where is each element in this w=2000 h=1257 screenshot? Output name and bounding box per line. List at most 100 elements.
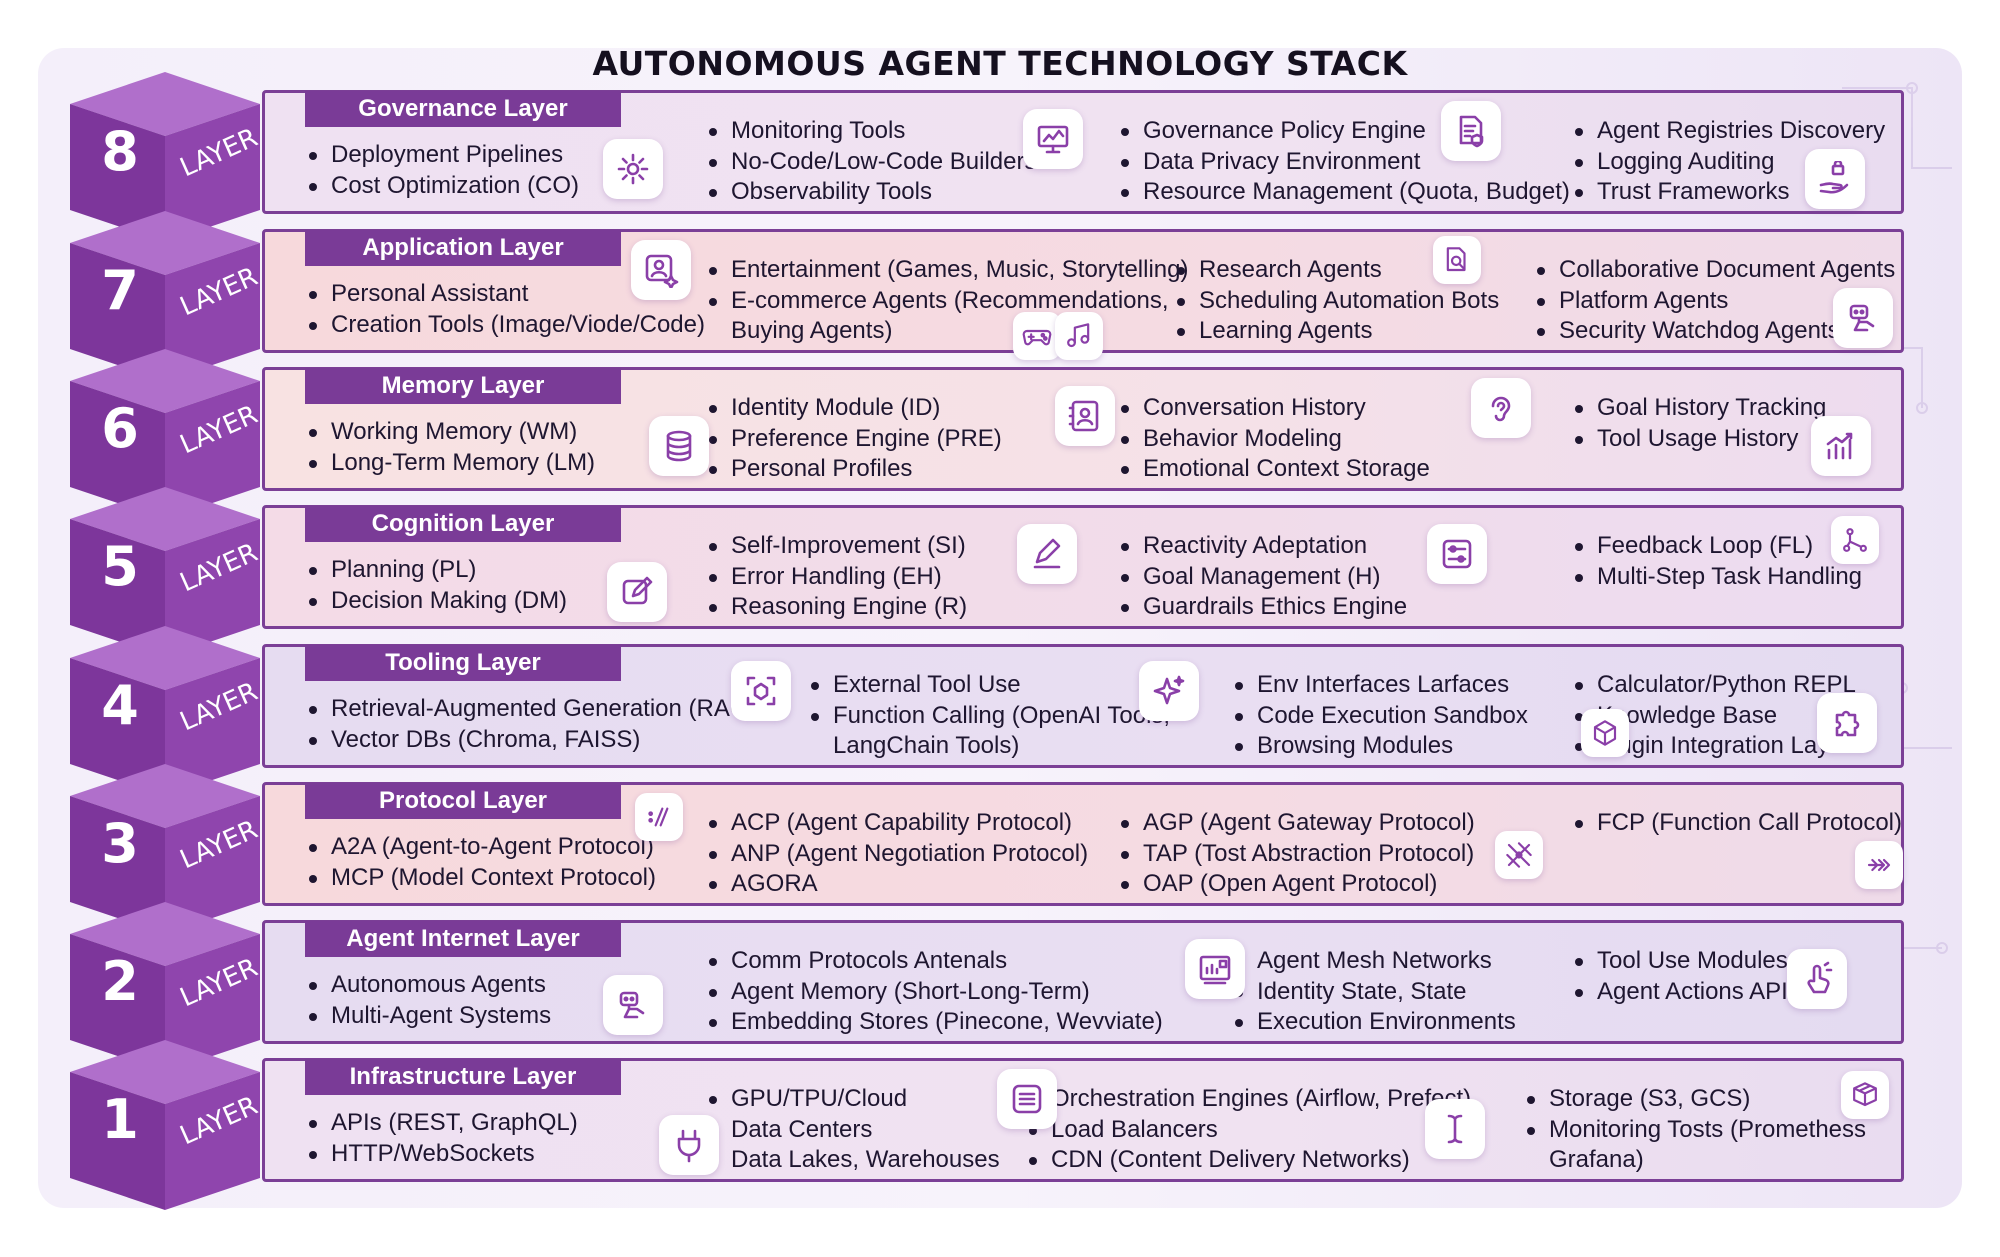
list-item: A2A (Agent-to-Agent Protocol)	[305, 832, 656, 863]
list-item: Goal Management (H)	[1117, 562, 1407, 593]
layer-number: 8	[101, 120, 139, 183]
user-sparkle-icon	[631, 240, 691, 300]
list-item: Reactivity Adeptation	[1117, 531, 1407, 562]
list-item: Multi-Agent Systems	[305, 1001, 551, 1032]
list-item: Autonomous Agents	[305, 970, 551, 1001]
list-item: Agent Memory (Short-Long-Term)	[705, 977, 1163, 1008]
hand-tap-icon	[1787, 949, 1847, 1009]
layer-number: 5	[101, 535, 139, 598]
database-icon	[649, 416, 709, 476]
list-item: Logging Auditing	[1571, 147, 1885, 178]
list-item: Buying Agents)	[731, 317, 893, 344]
monitor-chart-icon	[1023, 109, 1083, 169]
item-column-2: Identity Module (ID)Preference Engine (P…	[705, 393, 1002, 485]
puzzle-icon	[1817, 693, 1877, 753]
list-item: ACP (Agent Capability Protocol)	[705, 808, 1088, 839]
list-item: Emotional Context Storage	[1117, 454, 1430, 485]
list-item: External Tool Use	[807, 670, 1170, 701]
list-item: Platform Agents	[1533, 286, 1895, 317]
item-column-4: Storage (S3, GCS)Monitoring Tosts (Prome…	[1523, 1084, 1866, 1176]
list-item: HTTP/WebSockets	[305, 1139, 578, 1170]
layer-title: Governance Layer	[305, 91, 621, 127]
list-item: Reasoning Engine (R)	[705, 592, 967, 623]
list-item: Research Agents	[1173, 255, 1499, 286]
arrows-right-icon	[1855, 841, 1903, 889]
list-item: ANP (Agent Negotiation Protocol)	[705, 839, 1088, 870]
list-item: Load Balancers	[1025, 1115, 1471, 1146]
list-item: LangChain Tools)	[833, 732, 1020, 759]
list-item: Creation Tools (Image/Viode/Code)	[305, 310, 705, 341]
item-column-2: ACP (Agent Capability Protocol)ANP (Agen…	[705, 808, 1088, 900]
list-item: AGP (Agent Gateway Protocol)	[1117, 808, 1475, 839]
list-item: Code Execution Sandbox	[1231, 701, 1528, 732]
list-item: FCP (Function Call Protocol)	[1571, 808, 1902, 839]
list-item: Tool Usage History	[1571, 424, 1826, 455]
list-item: AGORA	[705, 869, 1088, 900]
list-item: Agent Mesh Networks	[1231, 946, 1516, 977]
list-item: Conversation History	[1117, 393, 1430, 424]
list-item: Agent Actions API	[1571, 977, 1788, 1008]
list-item: Scheduling Automation Bots	[1173, 286, 1499, 317]
item-column-1: Planning (PL)Decision Making (DM)	[305, 555, 567, 616]
list-item: Monitoring Tosts (Promethess	[1523, 1115, 1866, 1146]
flow-nodes-icon	[1831, 516, 1879, 564]
edit-square-icon	[607, 562, 667, 622]
list-item: Plugin Integration Layer	[1571, 731, 1856, 762]
list-item: Orchestration Engines (Airflow, Prefect)	[1025, 1084, 1471, 1115]
text-cursor-icon	[1425, 1099, 1485, 1159]
layer-title: Memory Layer	[305, 368, 621, 404]
item-column-1: A2A (Agent-to-Agent Protocol)MCP (Model …	[305, 832, 656, 893]
list-item: Identity Module (ID)	[705, 393, 1002, 424]
list-item: Personal Profiles	[705, 454, 1002, 485]
list-item: Observability Tools	[705, 177, 1036, 208]
document-search-icon	[1433, 236, 1481, 284]
list-item: E-commerce Agents (Recommendations,	[705, 286, 1189, 317]
bar-growth-icon	[1811, 416, 1871, 476]
list-item: TAP (Tost Abstraction Protocol)	[1117, 839, 1475, 870]
list-item: Personal Assistant	[305, 279, 705, 310]
plug-icon	[659, 1115, 719, 1175]
list-item: Trust Frameworks	[1571, 177, 1885, 208]
item-column-1: Retrieval-Augmented Generation (RAG)Vect…	[305, 694, 757, 755]
list-item: Learning Agents	[1173, 316, 1499, 347]
sliders-icon	[1427, 524, 1487, 584]
list-item: Preference Engine (PRE)	[705, 424, 1002, 455]
page-title: AUTONOMOUS AGENT TECHNOLOGY STACK	[592, 44, 1408, 83]
gear-icon	[603, 139, 663, 199]
list-item: Error Handling (EH)	[705, 562, 967, 593]
item-column-2: Self-Improvement (SI)Error Handling (EH)…	[705, 531, 967, 623]
layer-number: 6	[101, 397, 139, 460]
item-column-4: Feedback Loop (FL)Multi-Step Task Handli…	[1571, 531, 1862, 592]
list-item: Goal History Tracking	[1571, 393, 1826, 424]
list-item: Calculator/Python REPL	[1571, 670, 1856, 701]
storage-box-icon	[1841, 1071, 1889, 1119]
layer-title: Tooling Layer	[305, 645, 621, 681]
list-item: Self-Improvement (SI)	[705, 531, 967, 562]
item-column-1: APIs (REST, GraphQL)HTTP/WebSockets	[305, 1108, 578, 1169]
list-item: Monitoring Tools	[705, 116, 1036, 147]
list-item: Collaborative Document Agents	[1533, 255, 1895, 286]
layer-number: 1	[101, 1088, 139, 1151]
